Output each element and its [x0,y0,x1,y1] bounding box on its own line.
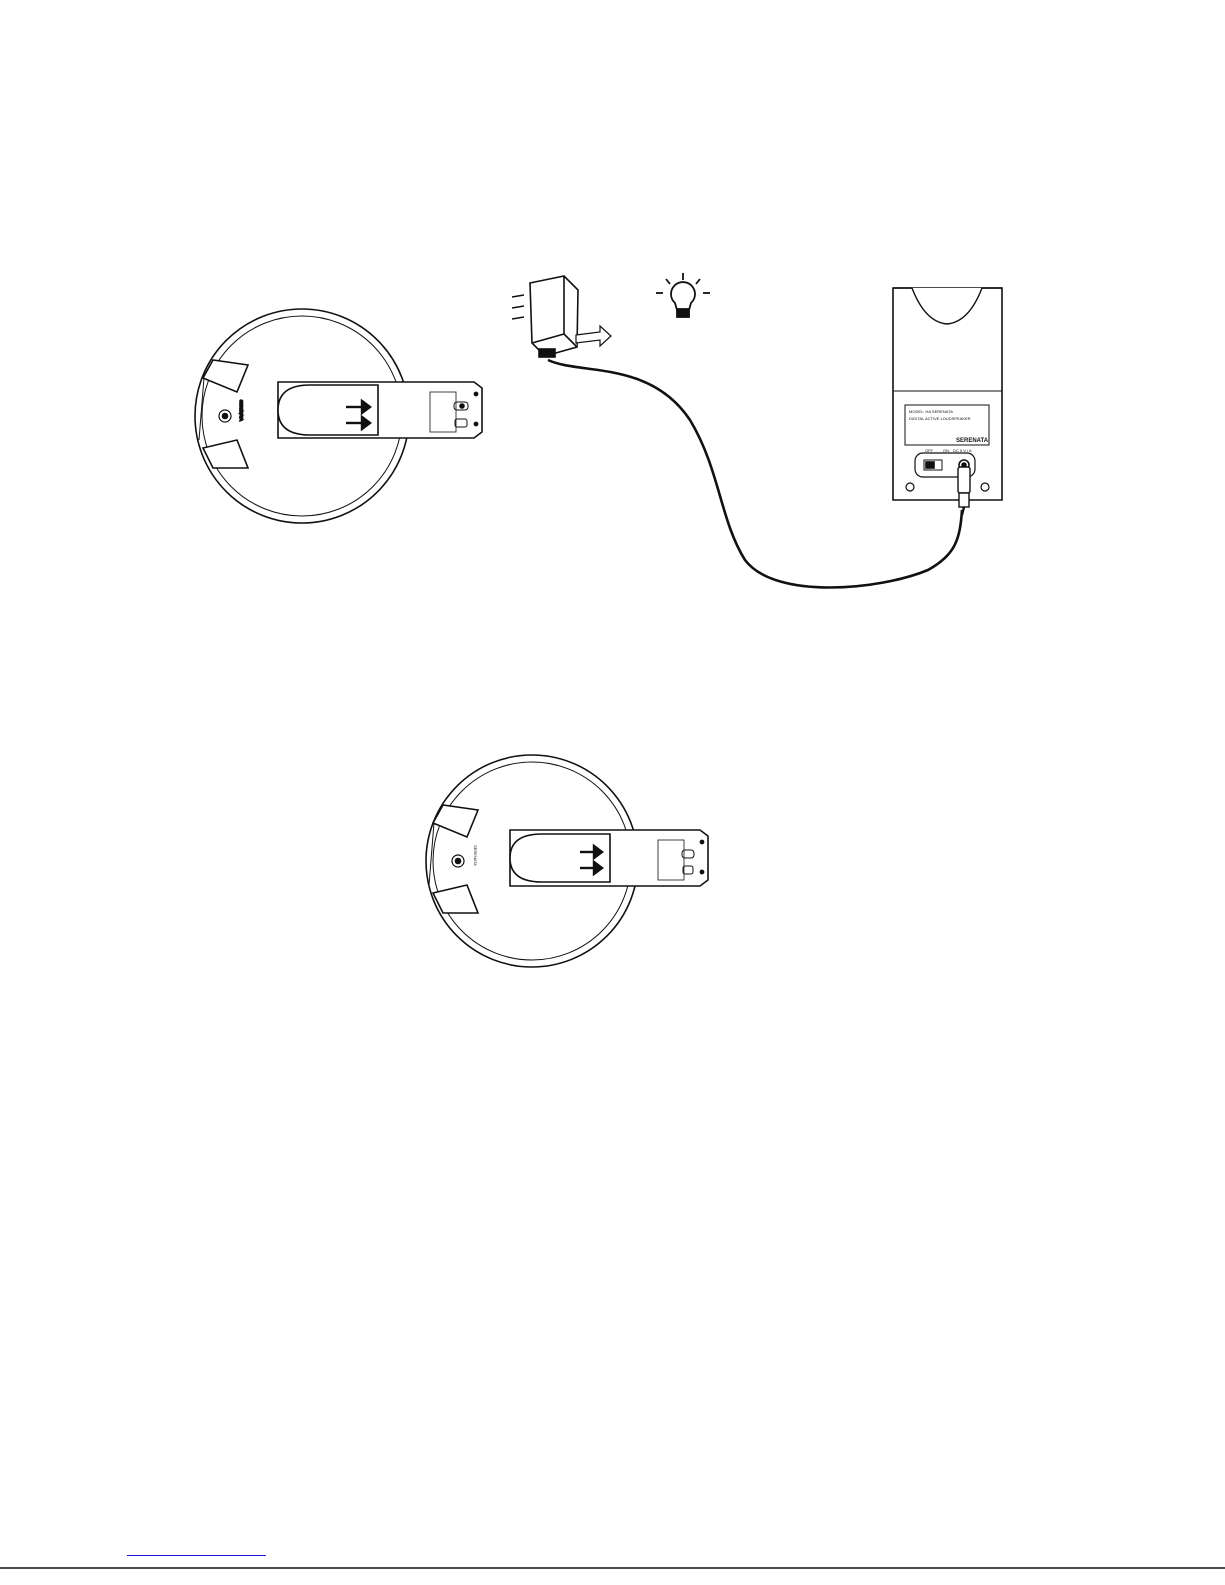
brand-label-top: SERENATA [239,400,244,421]
brand-label-bottom: SERENATA [473,845,478,866]
switch-on-label: ON [943,448,949,453]
product-type-label: DIGITAL ACTIVE LOUDSPEAKER [909,416,971,421]
brand-label-back: SERENATA [956,438,989,444]
dc-plug [958,467,970,515]
dc-input-label: DC 5 V / A [953,448,972,453]
speaker-base-top: SERENATA [195,309,482,523]
light-bulb-icon [656,273,710,317]
switch-off-label: OFF [925,448,934,453]
speaker-base-bottom [426,755,708,967]
speaker-back-panel [893,288,1002,500]
power-adapter-icon [512,276,611,357]
model-label: MODEL: HA SERENATA [909,409,953,414]
footer-link-underline[interactable] [127,1555,266,1556]
